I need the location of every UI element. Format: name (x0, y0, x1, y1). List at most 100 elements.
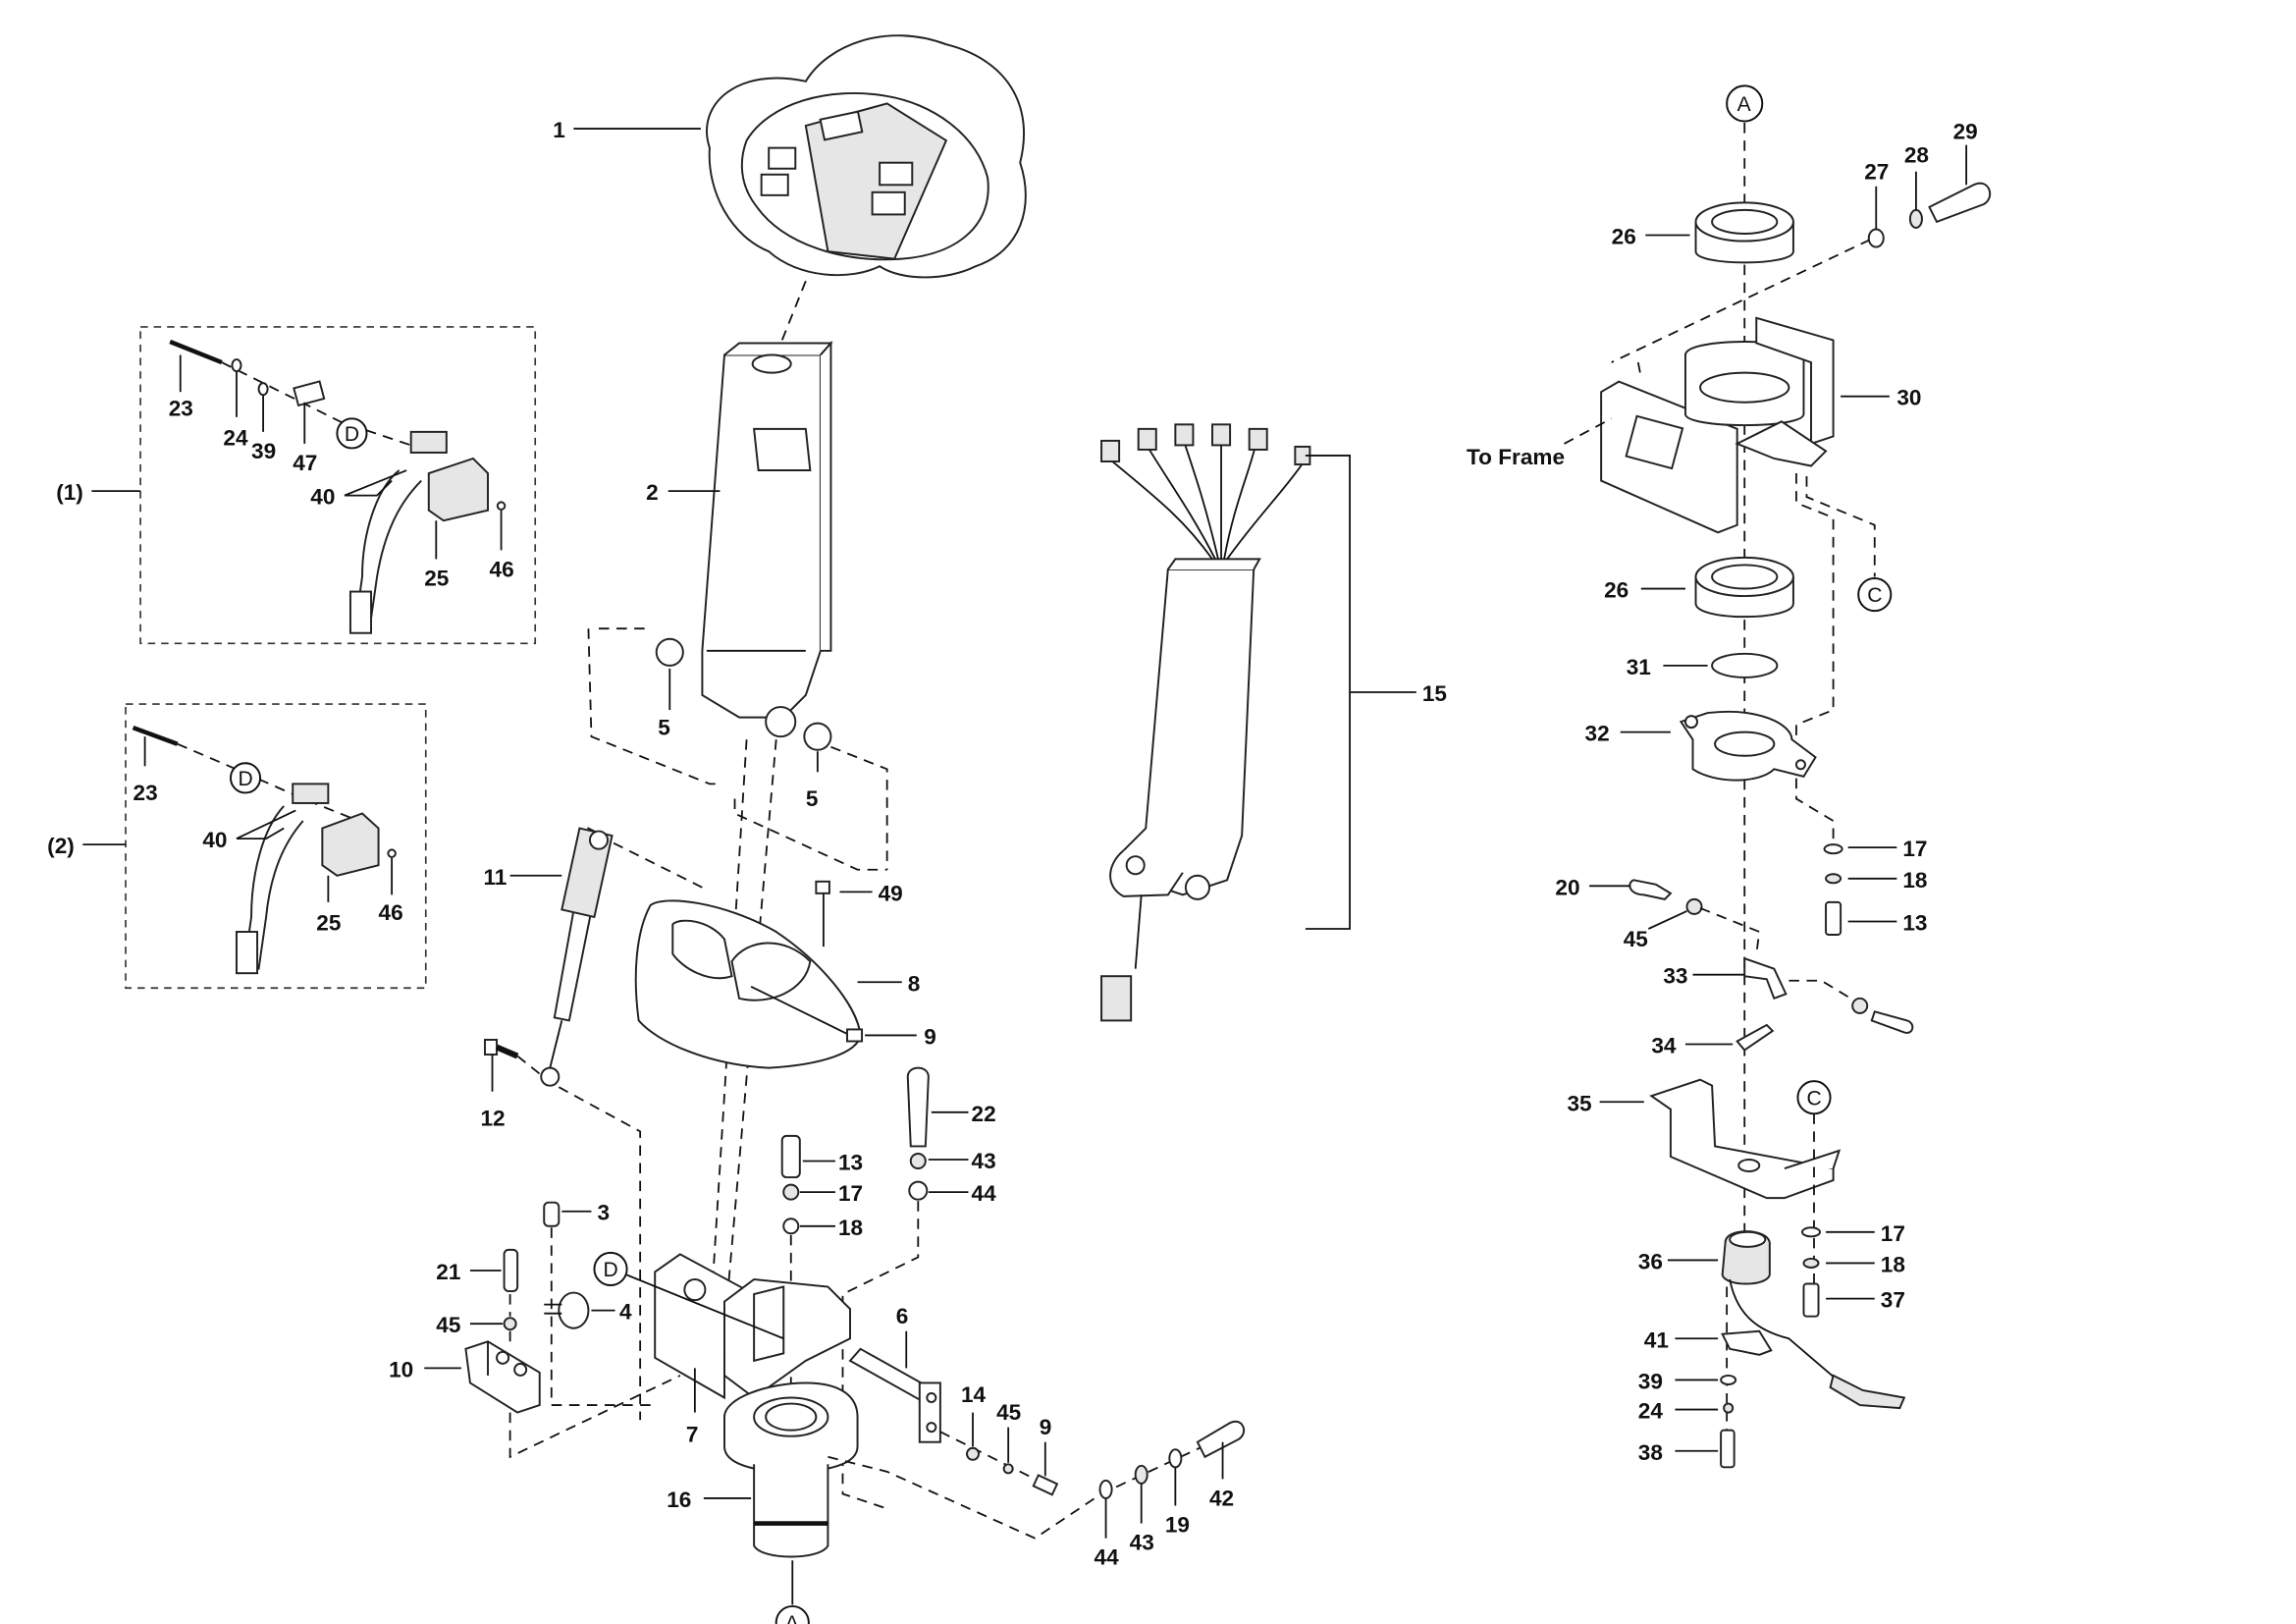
part-label-46: 46 (379, 900, 403, 925)
washer-part (1723, 1402, 1735, 1414)
bracket-part (1743, 956, 1788, 1001)
part-label-13: 13 (1902, 911, 1927, 936)
part-label-32: 32 (1585, 722, 1610, 746)
part-label-22: 22 (972, 1102, 996, 1126)
bolt-part (1928, 182, 1992, 224)
part-label-40: 40 (202, 828, 227, 852)
callout-d: D (593, 1251, 628, 1287)
part-label-5: 5 (658, 716, 670, 740)
screw-part (1720, 1429, 1735, 1469)
part-label-7: 7 (686, 1423, 699, 1447)
part-label-45: 45 (996, 1400, 1021, 1425)
part-label-1: 1 (553, 118, 565, 142)
part-label-49: 49 (879, 881, 903, 905)
pin-part (484, 1039, 519, 1059)
callout-c: C (1796, 1080, 1832, 1115)
lock-washer-part (1908, 208, 1923, 229)
part-label-18: 18 (838, 1216, 863, 1240)
part-label-23: 23 (133, 781, 158, 805)
part-label-31: 31 (1627, 655, 1651, 679)
shaft-part (848, 1347, 941, 1443)
part-label-3: 3 (597, 1201, 610, 1225)
part-label-12: 12 (480, 1106, 505, 1130)
bearing-part (1694, 201, 1794, 264)
part-label-9: 9 (1040, 1415, 1052, 1439)
part-label-38: 38 (1638, 1440, 1663, 1465)
wire-harness-part (1100, 423, 1311, 1022)
control-handle-part (706, 34, 1027, 279)
part-label-26: 26 (1612, 225, 1636, 249)
part-label-14: 14 (961, 1382, 987, 1407)
part-label-8: 8 (908, 971, 921, 996)
part-label-42: 42 (1209, 1486, 1234, 1510)
washer-part (1685, 897, 1703, 915)
part-label-28: 28 (1904, 143, 1929, 168)
callout-d: D (336, 417, 368, 450)
plate-part (1721, 1329, 1773, 1356)
part-label-6: 6 (896, 1304, 909, 1328)
block-part (464, 1340, 541, 1414)
part-label-41: 41 (1644, 1327, 1669, 1352)
washer-part (1823, 843, 1843, 855)
screw-part (1032, 1474, 1059, 1496)
washer-part (1134, 1464, 1148, 1485)
part-label-15: 15 (1422, 681, 1447, 706)
screw-part (503, 1248, 519, 1293)
part-label-45: 45 (436, 1313, 460, 1337)
part-label-18: 18 (1881, 1252, 1905, 1276)
variant-box-1 (139, 326, 537, 645)
part-label-21: 21 (436, 1260, 460, 1284)
washer-part (503, 1317, 517, 1331)
callout-a: A (774, 1604, 810, 1624)
callout-d: D (229, 762, 262, 794)
part-label-40: 40 (310, 485, 335, 510)
washer-part (1002, 1463, 1014, 1475)
washer-part (1098, 1479, 1113, 1499)
pivot-shaft-part (723, 1381, 859, 1558)
svg-text:C: C (1867, 584, 1882, 607)
bushing-part (655, 637, 684, 667)
housing-bracket-part (1600, 316, 1835, 534)
callout-c: C (1857, 577, 1893, 613)
screw-part (815, 880, 830, 894)
part-label-45: 45 (1624, 927, 1648, 951)
tiller-column-part (701, 340, 833, 738)
part-label-2: 2 (646, 480, 659, 505)
part-label-13: 13 (838, 1151, 863, 1175)
washer-part (1802, 1257, 1820, 1269)
part-label-44: 44 (972, 1181, 997, 1206)
bearing-part (1694, 556, 1794, 619)
part-label-43: 43 (1130, 1531, 1154, 1555)
part-label-24: 24 (1638, 1399, 1664, 1424)
bushing-part (803, 722, 832, 751)
part-label-30: 30 (1896, 386, 1921, 410)
part-label-19: 19 (1165, 1513, 1190, 1538)
part-label-23: 23 (169, 396, 193, 420)
part-label-27: 27 (1864, 159, 1889, 184)
screw-part (543, 1201, 561, 1227)
washer-part (1800, 1226, 1822, 1238)
part-label-4: 4 (619, 1300, 632, 1325)
svg-text:A: A (785, 1612, 800, 1624)
washer-part (1867, 228, 1885, 248)
variant-label-1: (1) (56, 480, 83, 505)
bolt-part (1629, 879, 1673, 900)
part-label-33: 33 (1663, 964, 1687, 989)
to-frame-annotation: To Frame (1467, 445, 1565, 469)
part-label-20: 20 (1555, 875, 1579, 899)
variant-2-parts (132, 726, 397, 975)
part-label-39: 39 (1638, 1369, 1663, 1393)
part-label-9: 9 (924, 1024, 936, 1049)
screw-part (846, 1028, 864, 1043)
washer-part (1851, 997, 1869, 1014)
bolt-part (1196, 1420, 1246, 1459)
part-label-5: 5 (806, 786, 819, 811)
flange-plate-part (1679, 711, 1817, 782)
base-bracket-part (654, 1253, 851, 1400)
part-label-25: 25 (424, 567, 449, 591)
part-label-18: 18 (1902, 868, 1927, 893)
part-label-39: 39 (251, 439, 276, 463)
nut-part (1168, 1448, 1183, 1469)
svg-text:C: C (1806, 1087, 1821, 1110)
